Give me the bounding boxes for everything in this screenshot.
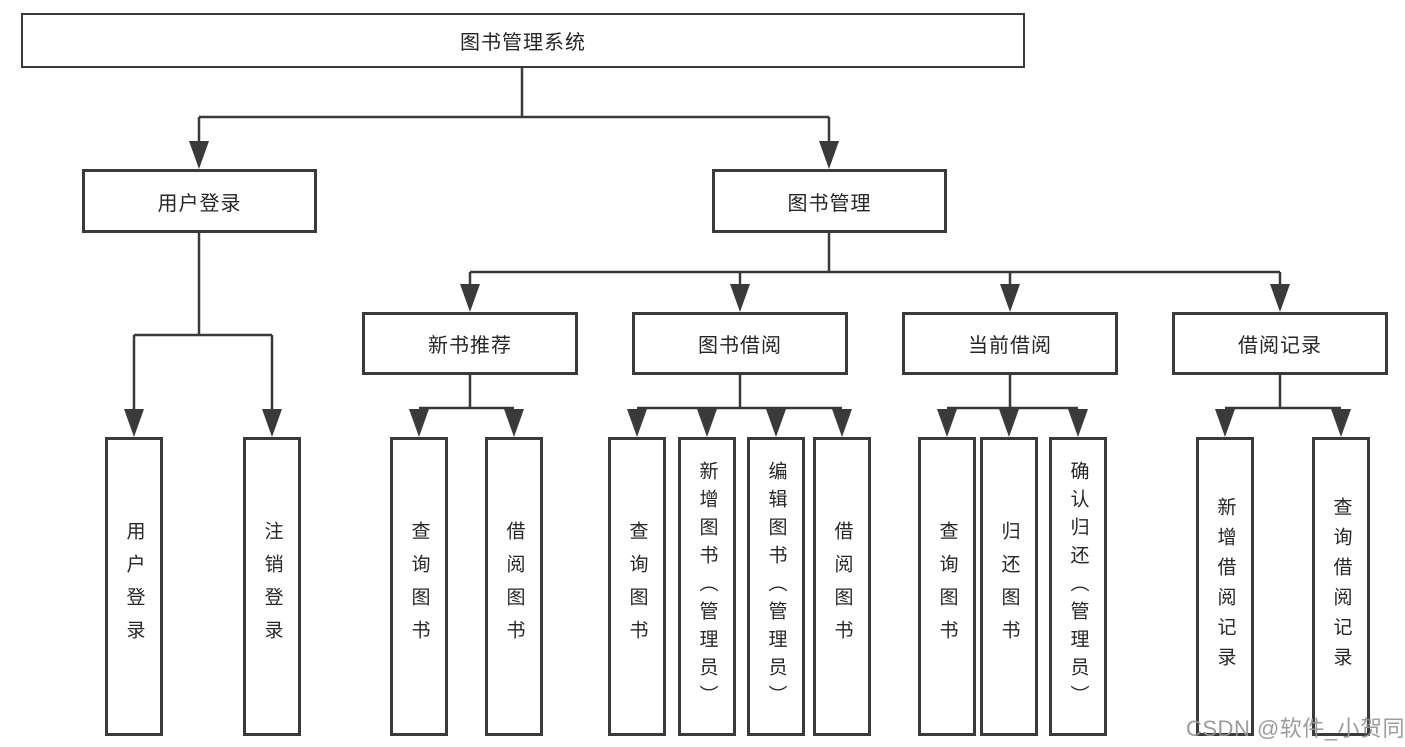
- watermark-text: CSDN @软件_小贺同学: [1186, 716, 1405, 741]
- leaf-borrow-books-label: 借阅图书: [831, 520, 853, 653]
- node-borrow-records: 借阅记录: [1172, 312, 1388, 375]
- node-book-management-label: 图书管理: [787, 192, 872, 215]
- leaf-confirm-return-admin: 确认归还（管理员）: [1049, 437, 1107, 736]
- leaf-confirm-return-admin-label: 确认归还（管理员）: [1067, 460, 1089, 713]
- node-borrow-records-label: 借阅记录: [1238, 335, 1322, 357]
- node-current-borrow-label: 当前借阅: [968, 335, 1052, 357]
- leaf-add-book-admin-label: 新增图书（管理员）: [696, 460, 718, 713]
- leaf-return-books-label: 归还图书: [998, 520, 1020, 653]
- node-new-book-recommend: 新书推荐: [362, 312, 578, 375]
- leaf-logout-label: 注销登录: [261, 520, 283, 653]
- node-root: 图书管理系统: [21, 13, 1025, 68]
- leaf-query-books-recommend-label: 查询图书: [408, 520, 430, 653]
- leaf-return-books: 归还图书: [980, 437, 1038, 736]
- leaf-add-book-admin: 新增图书（管理员）: [678, 437, 736, 736]
- leaf-query-books-borrow-label: 查询图书: [626, 520, 648, 653]
- leaf-add-borrow-record-label: 新增借阅记录: [1214, 496, 1236, 677]
- leaf-query-books-current-label: 查询图书: [936, 520, 958, 653]
- node-new-book-recommend-label: 新书推荐: [428, 335, 512, 357]
- leaf-add-borrow-record: 新增借阅记录: [1196, 437, 1254, 736]
- leaf-query-borrow-record: 查询借阅记录: [1312, 437, 1370, 736]
- leaf-query-books-recommend: 查询图书: [390, 437, 448, 736]
- node-user-login: 用户登录: [82, 169, 317, 233]
- node-user-login-label: 用户登录: [157, 192, 242, 215]
- leaf-user-login-label: 用户登录: [123, 520, 145, 653]
- leaf-query-books-current: 查询图书: [918, 437, 976, 736]
- leaf-logout: 注销登录: [243, 437, 301, 736]
- node-book-management: 图书管理: [712, 169, 947, 233]
- leaf-edit-book-admin: 编辑图书（管理员）: [747, 437, 805, 736]
- leaf-borrow-books-recommend-label: 借阅图书: [503, 520, 525, 653]
- leaf-user-login: 用户登录: [105, 437, 163, 736]
- leaf-borrow-books: 借阅图书: [813, 437, 871, 736]
- node-current-borrow: 当前借阅: [902, 312, 1118, 375]
- leaf-borrow-books-recommend: 借阅图书: [485, 437, 543, 736]
- node-book-borrow: 图书借阅: [632, 312, 848, 375]
- leaf-query-books-borrow: 查询图书: [608, 437, 666, 736]
- leaf-query-borrow-record-label: 查询借阅记录: [1330, 496, 1352, 677]
- node-book-borrow-label: 图书借阅: [698, 335, 782, 357]
- node-root-label: 图书管理系统: [460, 32, 586, 54]
- leaf-edit-book-admin-label: 编辑图书（管理员）: [765, 460, 787, 713]
